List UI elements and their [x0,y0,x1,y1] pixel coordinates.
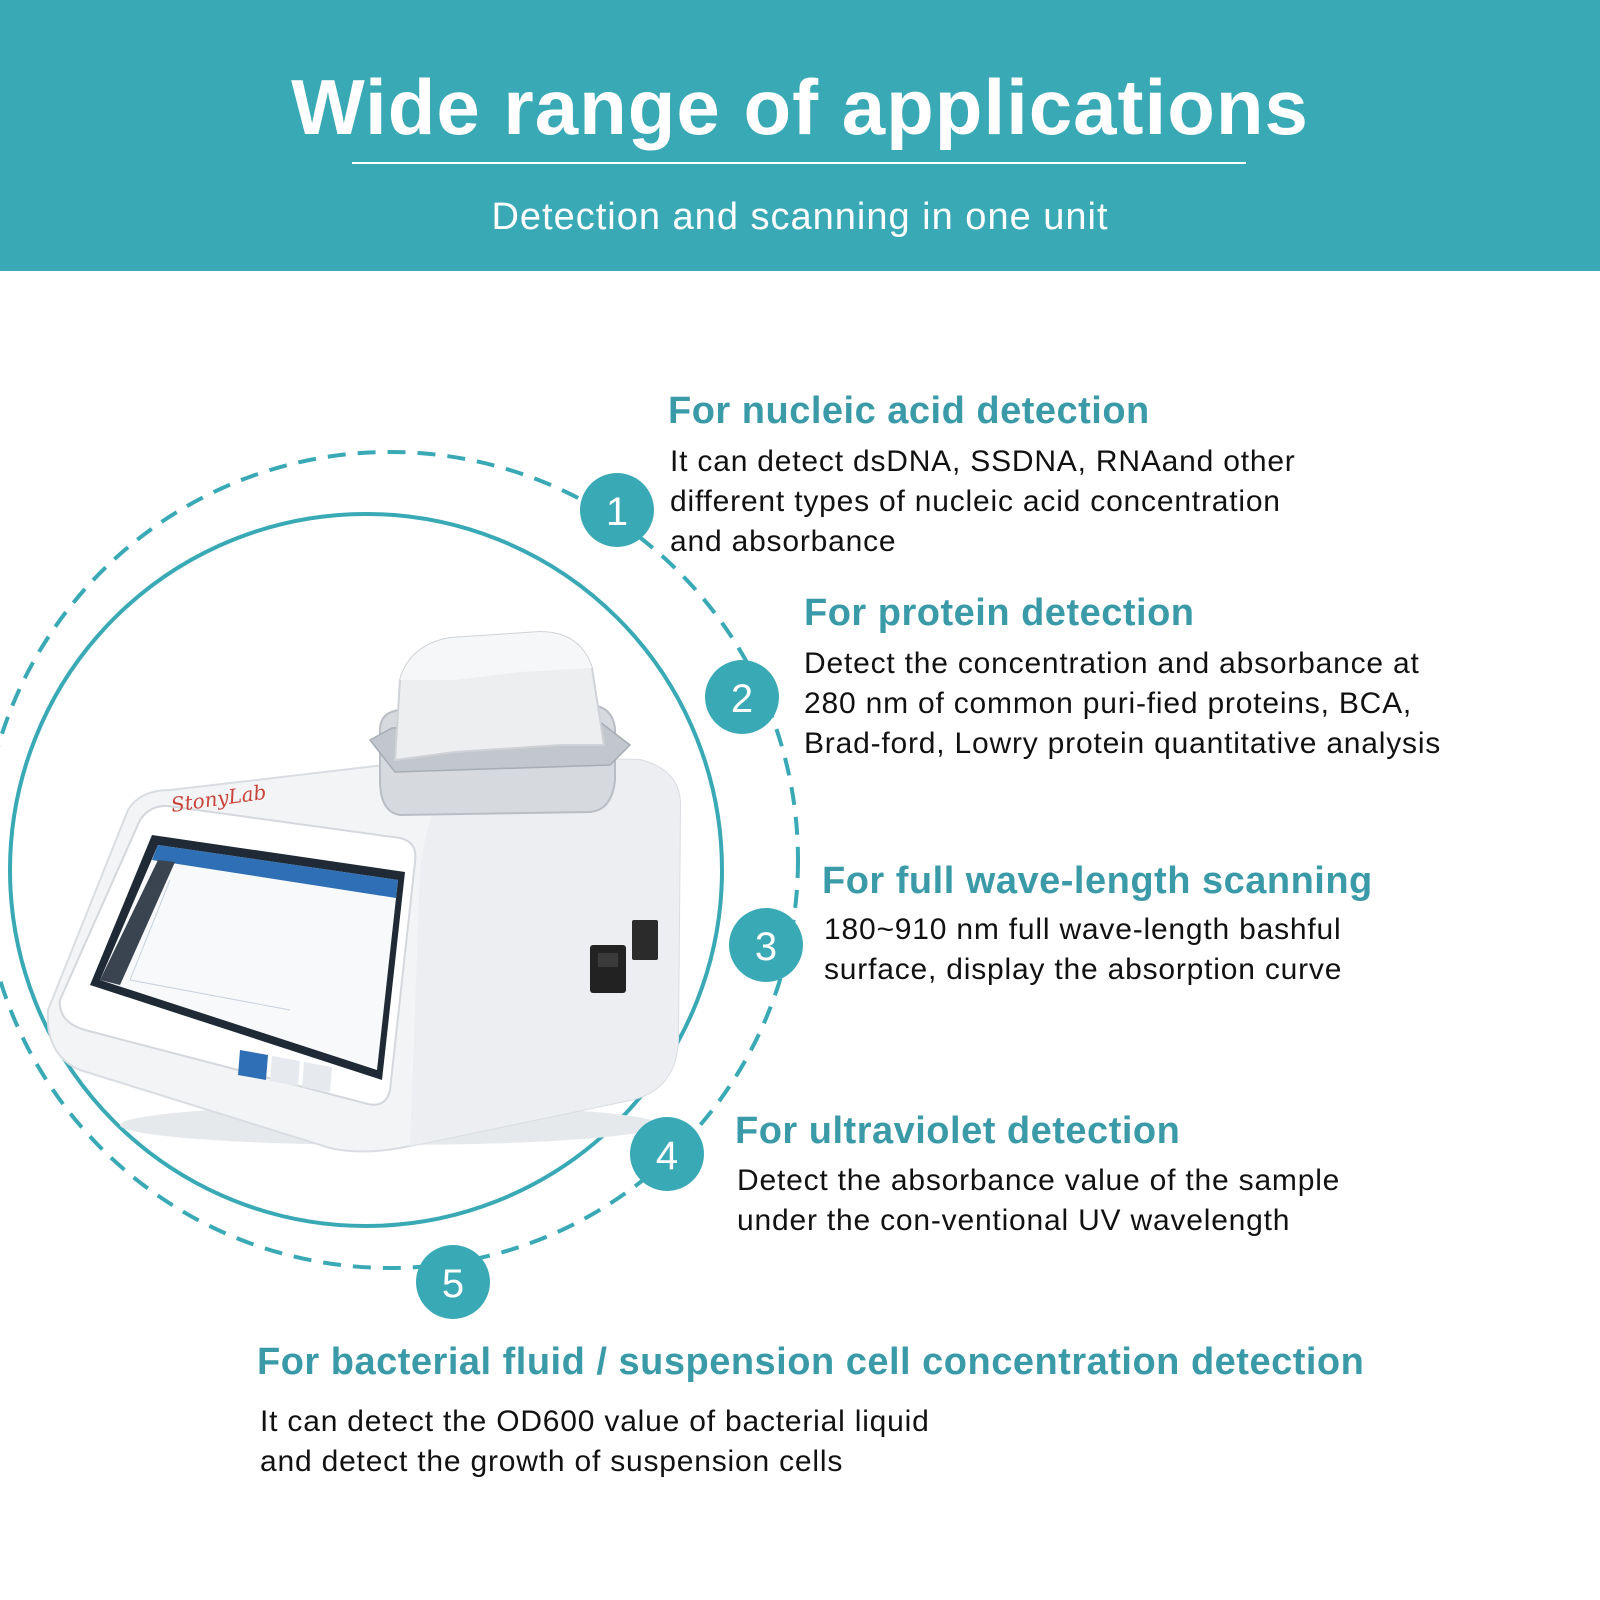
app-1-line: different types of nucleic acid concentr… [670,485,1281,518]
page-title: Wide range of applications [291,63,1309,151]
badge-5: 5 [416,1245,490,1319]
header-banner: Wide range of applications Detection and… [0,0,1600,271]
svg-text:5: 5 [442,1262,464,1306]
app-1-line: It can detect dsDNA, SSDNA, RNAand other [670,445,1296,478]
app-3-line: 180~910 nm full wave-length bashful [824,913,1342,946]
badge-1: 1 [580,473,654,547]
spectrophotometer-device: StonyLab [46,630,682,1153]
app-3-line: surface, display the absorption curve [824,953,1343,986]
page-subtitle: Detection and scanning in one unit [491,196,1109,238]
app-3-heading: For full wave-length scanning [822,860,1373,902]
app-5-line: It can detect the OD600 value of bacteri… [260,1405,930,1438]
svg-text:4: 4 [656,1134,678,1178]
badge-2: 2 [705,660,779,734]
app-5-line: and detect the growth of suspension cell… [260,1445,844,1478]
app-1-heading: For nucleic acid detection [668,390,1150,432]
app-2-line: Detect the concentration and absorbance … [804,647,1420,680]
dashed-ring [0,450,800,1270]
svg-text:3: 3 [755,925,777,969]
svg-text:1: 1 [606,490,628,534]
app-2-heading: For protein detection [804,592,1195,634]
badge-4: 4 [630,1117,704,1191]
app-5-heading: For bacterial fluid / suspension cell co… [257,1341,1365,1383]
app-2-line: Brad-ford, Lowry protein quantitative an… [804,727,1442,760]
app-2-description: Detect the concentration and absorbance … [804,644,1441,764]
title-underline [352,162,1246,164]
app-2-line: 280 nm of common puri-fied proteins, BCA… [804,687,1413,720]
app-5-description: It can detect the OD600 value of bacteri… [260,1402,930,1482]
app-3-description: 180~910 nm full wave-length bashful surf… [824,910,1342,990]
svg-text:2: 2 [731,677,753,721]
app-4-heading: For ultraviolet detection [735,1110,1181,1152]
app-1-description: It can detect dsDNA, SSDNA, RNAand other… [670,442,1296,562]
badge-3: 3 [729,908,803,982]
app-4-description: Detect the absorbance value of the sampl… [737,1161,1340,1241]
app-4-line: under the con-ventional UV wavelength [737,1204,1291,1237]
app-4-line: Detect the absorbance value of the sampl… [737,1164,1341,1197]
app-1-line: and absorbance [670,525,897,558]
